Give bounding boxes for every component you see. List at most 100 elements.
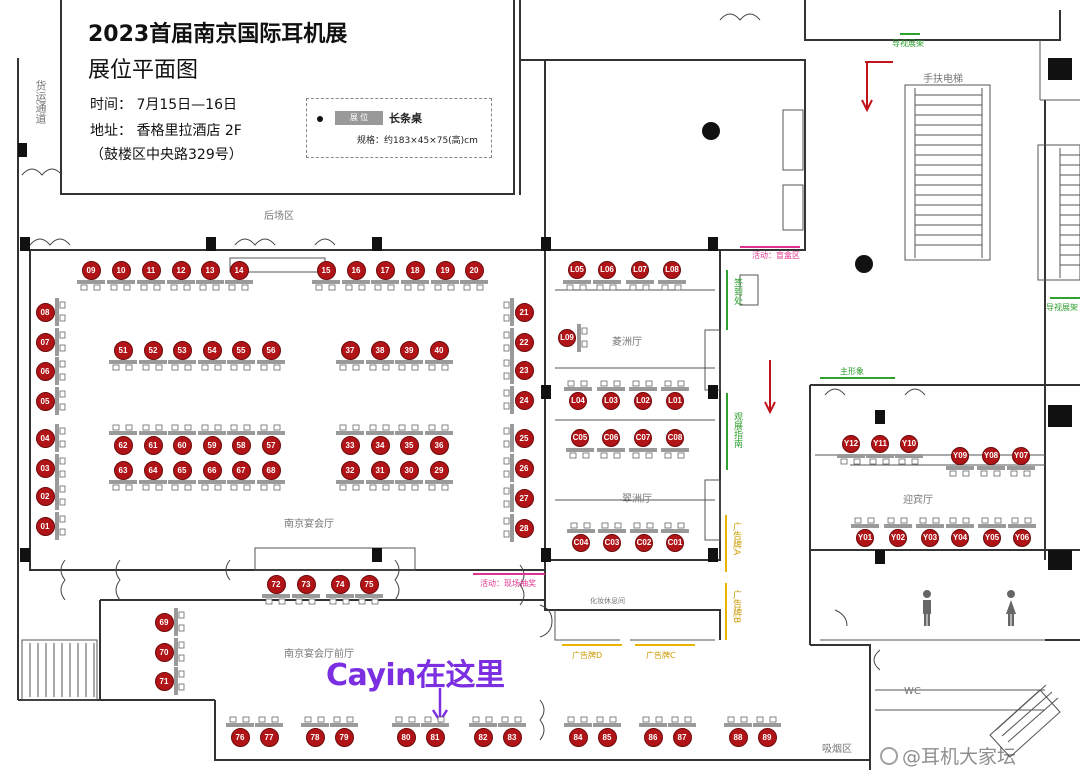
booth-31[interactable]: 31: [370, 460, 390, 480]
booth-58[interactable]: 58: [231, 435, 251, 455]
booth-65[interactable]: 65: [172, 460, 192, 480]
booth-12[interactable]: 12: [171, 260, 191, 280]
booth-L06[interactable]: L06: [598, 261, 616, 279]
booth-63[interactable]: 63: [113, 460, 133, 480]
booth-04[interactable]: 04: [35, 428, 55, 448]
booth-L07[interactable]: L07: [631, 261, 649, 279]
booth-Y09[interactable]: Y09: [951, 447, 969, 465]
booth-75[interactable]: 75: [359, 574, 379, 594]
booth-32[interactable]: 32: [340, 460, 360, 480]
booth-10[interactable]: 10: [111, 260, 131, 280]
booth-68[interactable]: 68: [261, 460, 281, 480]
booth-13[interactable]: 13: [200, 260, 220, 280]
booth-26[interactable]: 26: [514, 458, 534, 478]
booth-55[interactable]: 55: [231, 340, 251, 360]
booth-86[interactable]: 86: [643, 727, 663, 747]
booth-53[interactable]: 53: [172, 340, 192, 360]
booth-09[interactable]: 09: [81, 260, 101, 280]
booth-01[interactable]: 01: [35, 516, 55, 536]
booth-77[interactable]: 77: [259, 727, 279, 747]
booth-Y11[interactable]: Y11: [871, 435, 889, 453]
booth-Y08[interactable]: Y08: [982, 447, 1000, 465]
booth-21[interactable]: 21: [514, 302, 534, 322]
booth-Y05[interactable]: Y05: [983, 529, 1001, 547]
booth-C07[interactable]: C07: [634, 429, 652, 447]
booth-52[interactable]: 52: [143, 340, 163, 360]
booth-35[interactable]: 35: [399, 435, 419, 455]
booth-83[interactable]: 83: [502, 727, 522, 747]
booth-66[interactable]: 66: [202, 460, 222, 480]
booth-03[interactable]: 03: [35, 458, 55, 478]
booth-L05[interactable]: L05: [568, 261, 586, 279]
booth-67[interactable]: 67: [231, 460, 251, 480]
booth-40[interactable]: 40: [429, 340, 449, 360]
booth-05[interactable]: 05: [35, 391, 55, 411]
booth-73[interactable]: 73: [296, 574, 316, 594]
booth-28[interactable]: 28: [514, 518, 534, 538]
booth-Y12[interactable]: Y12: [842, 435, 860, 453]
booth-88[interactable]: 88: [728, 727, 748, 747]
booth-02[interactable]: 02: [35, 486, 55, 506]
booth-16[interactable]: 16: [346, 260, 366, 280]
booth-82[interactable]: 82: [473, 727, 493, 747]
booth-Y04[interactable]: Y04: [951, 529, 969, 547]
booth-11[interactable]: 11: [141, 260, 161, 280]
booth-19[interactable]: 19: [435, 260, 455, 280]
booth-L04[interactable]: L04: [569, 392, 587, 410]
booth-36[interactable]: 36: [429, 435, 449, 455]
booth-Y03[interactable]: Y03: [921, 529, 939, 547]
booth-C08[interactable]: C08: [666, 429, 684, 447]
booth-38[interactable]: 38: [370, 340, 390, 360]
booth-06[interactable]: 06: [35, 361, 55, 381]
booth-60[interactable]: 60: [172, 435, 192, 455]
booth-51[interactable]: 51: [113, 340, 133, 360]
booth-17[interactable]: 17: [375, 260, 395, 280]
booth-59[interactable]: 59: [202, 435, 222, 455]
booth-Y06[interactable]: Y06: [1013, 529, 1031, 547]
booth-C02[interactable]: C02: [635, 534, 653, 552]
booth-14[interactable]: 14: [229, 260, 249, 280]
booth-24[interactable]: 24: [514, 390, 534, 410]
booth-71[interactable]: 71: [154, 671, 174, 691]
booth-08[interactable]: 08: [35, 302, 55, 322]
booth-C04[interactable]: C04: [572, 534, 590, 552]
booth-64[interactable]: 64: [143, 460, 163, 480]
booth-18[interactable]: 18: [405, 260, 425, 280]
booth-29[interactable]: 29: [429, 460, 449, 480]
booth-79[interactable]: 79: [334, 727, 354, 747]
booth-87[interactable]: 87: [672, 727, 692, 747]
booth-74[interactable]: 74: [330, 574, 350, 594]
booth-37[interactable]: 37: [340, 340, 360, 360]
booth-69[interactable]: 69: [154, 612, 174, 632]
booth-25[interactable]: 25: [514, 428, 534, 448]
booth-Y10[interactable]: Y10: [900, 435, 918, 453]
booth-22[interactable]: 22: [514, 332, 534, 352]
booth-85[interactable]: 85: [597, 727, 617, 747]
booth-L03[interactable]: L03: [602, 392, 620, 410]
booth-23[interactable]: 23: [514, 360, 534, 380]
booth-C06[interactable]: C06: [602, 429, 620, 447]
booth-20[interactable]: 20: [464, 260, 484, 280]
booth-C01[interactable]: C01: [666, 534, 684, 552]
booth-L01[interactable]: L01: [666, 392, 684, 410]
booth-62[interactable]: 62: [113, 435, 133, 455]
booth-57[interactable]: 57: [261, 435, 281, 455]
booth-56[interactable]: 56: [261, 340, 281, 360]
booth-39[interactable]: 39: [399, 340, 419, 360]
booth-Y07[interactable]: Y07: [1012, 447, 1030, 465]
booth-L02[interactable]: L02: [634, 392, 652, 410]
booth-72[interactable]: 72: [266, 574, 286, 594]
booth-80[interactable]: 80: [396, 727, 416, 747]
booth-54[interactable]: 54: [202, 340, 222, 360]
booth-07[interactable]: 07: [35, 332, 55, 352]
booth-89[interactable]: 89: [757, 727, 777, 747]
booth-84[interactable]: 84: [568, 727, 588, 747]
booth-Y01[interactable]: Y01: [856, 529, 874, 547]
booth-27[interactable]: 27: [514, 488, 534, 508]
booth-Y02[interactable]: Y02: [889, 529, 907, 547]
booth-L09[interactable]: L09: [558, 329, 576, 347]
booth-76[interactable]: 76: [230, 727, 250, 747]
booth-61[interactable]: 61: [143, 435, 163, 455]
booth-15[interactable]: 15: [316, 260, 336, 280]
booth-81[interactable]: 81: [425, 727, 445, 747]
